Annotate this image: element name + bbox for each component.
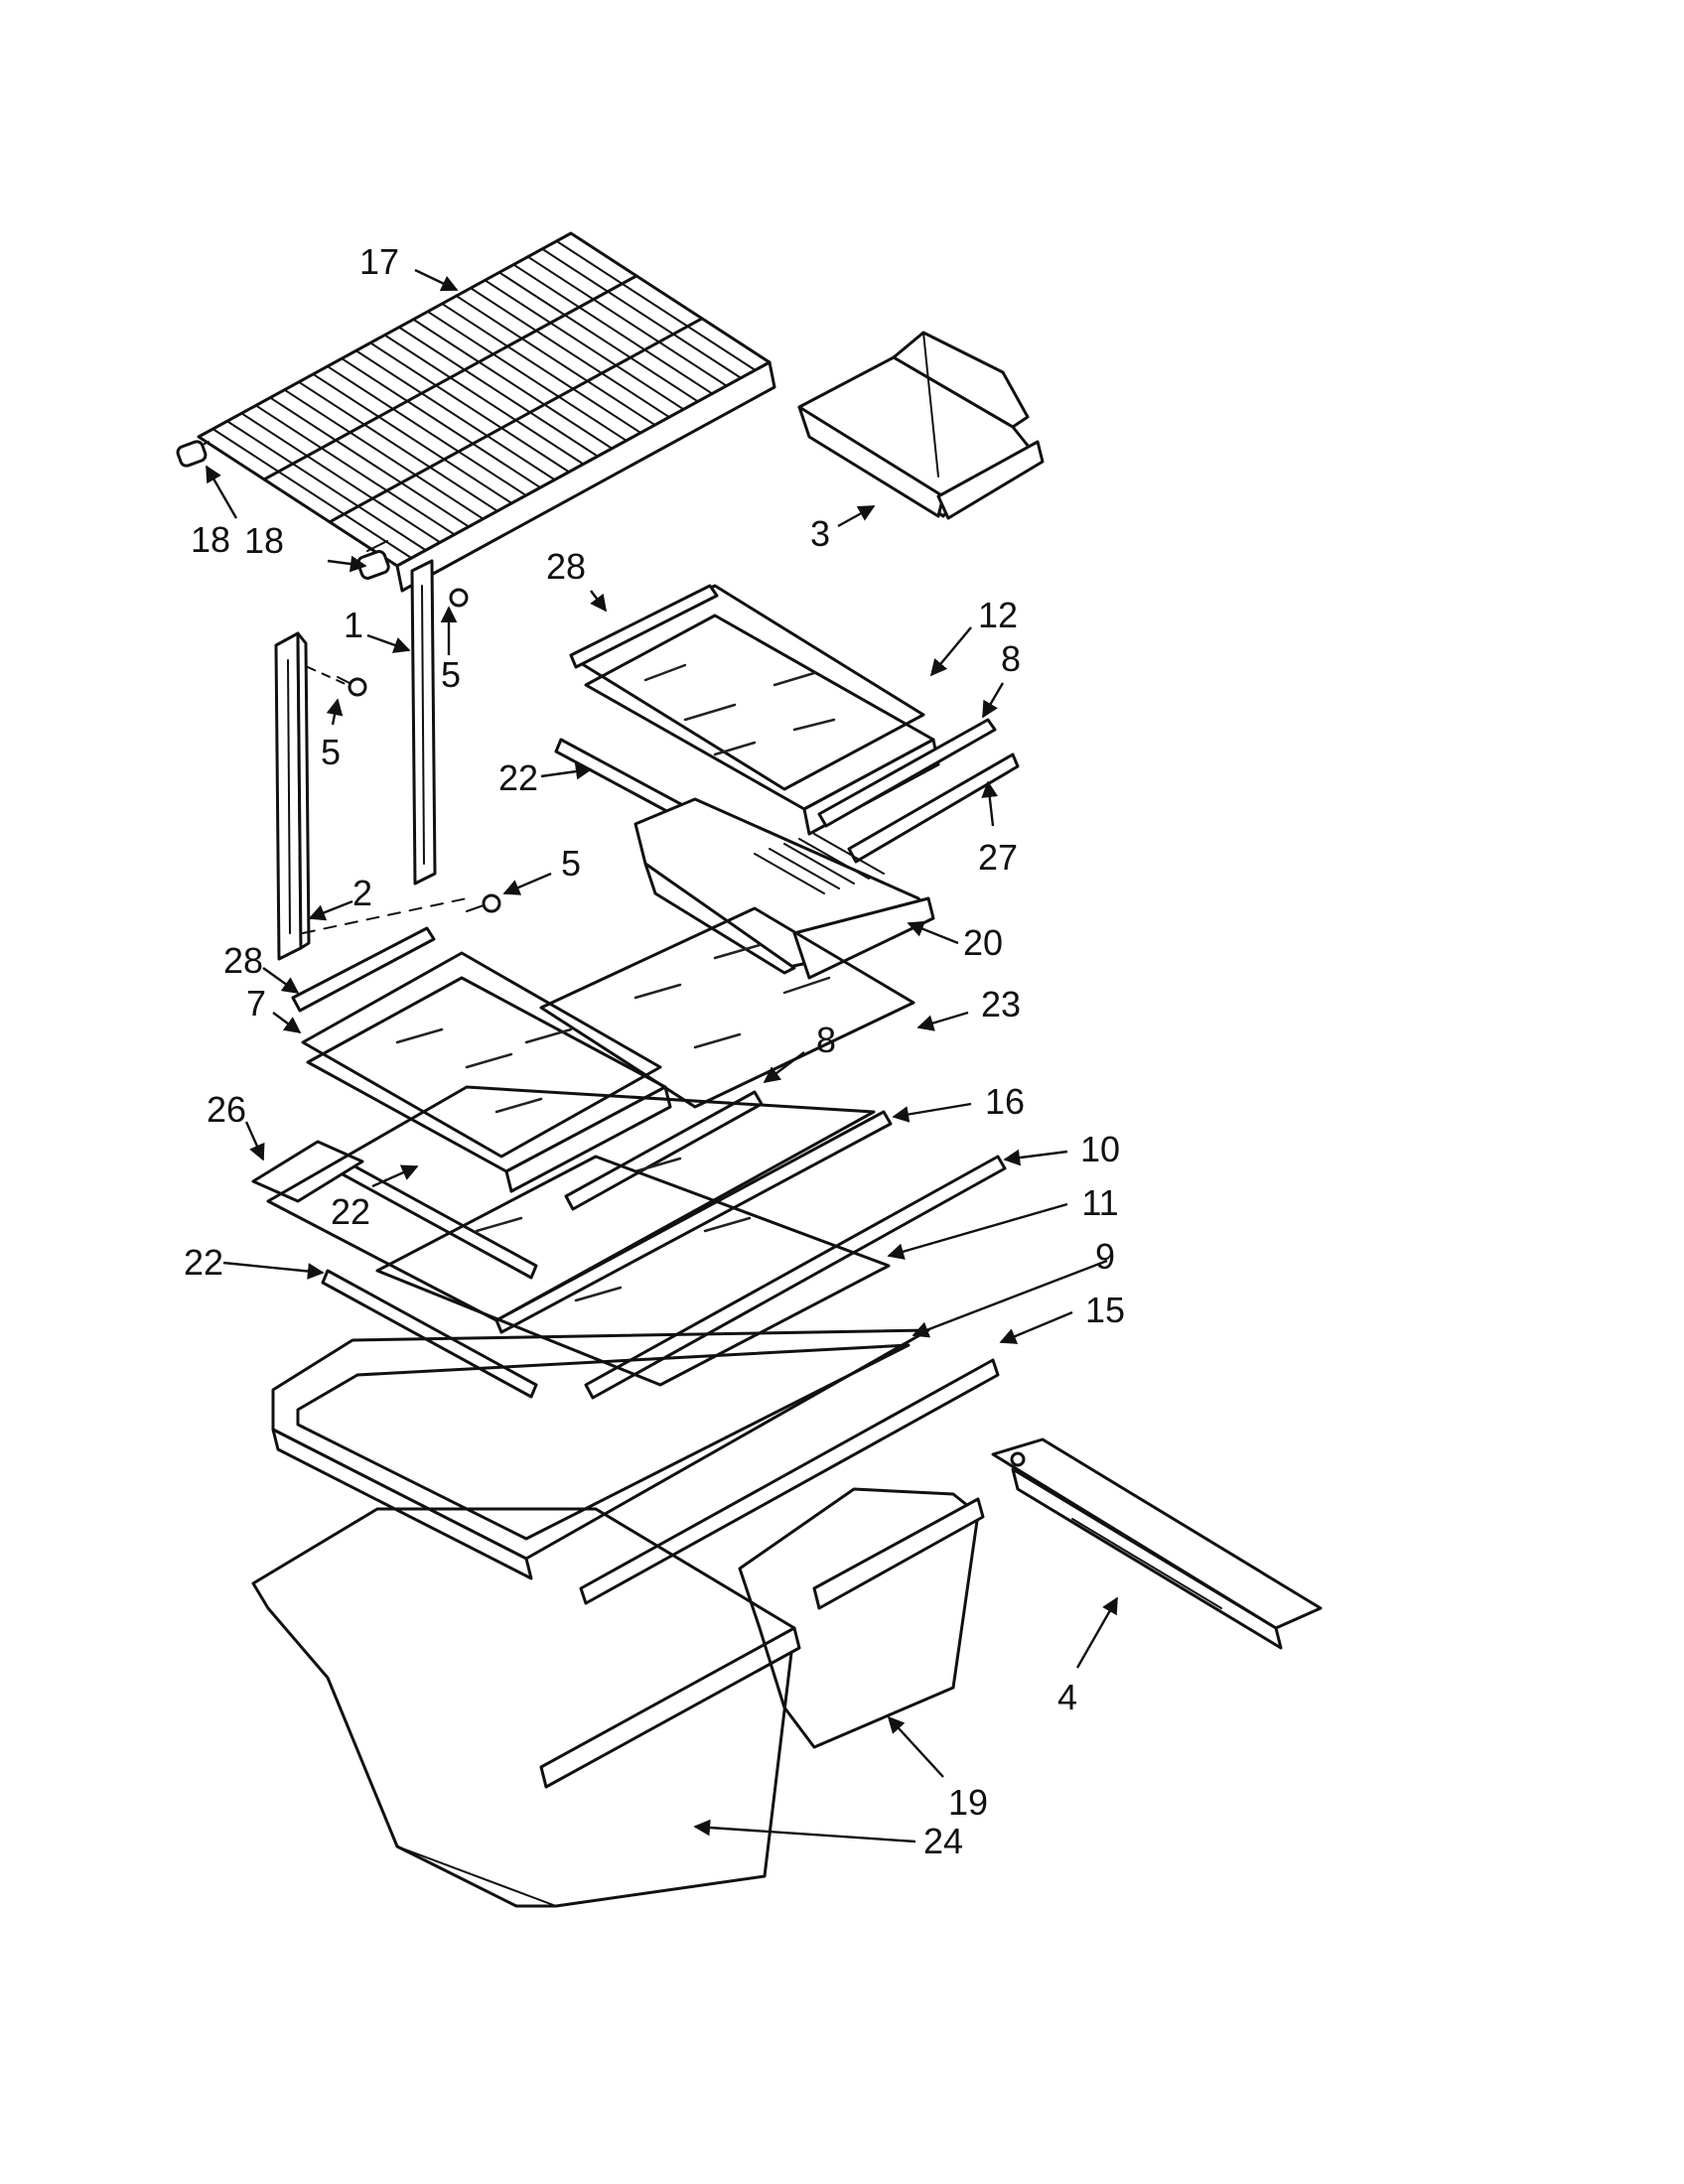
callout-20: 20	[963, 922, 1003, 963]
shelf-trim-part-8a	[817, 718, 997, 828]
callout-leaders	[205, 268, 1119, 1843]
callout-19: 19	[948, 1782, 988, 1823]
callout-8: 8	[1001, 638, 1021, 679]
callout-1: 1	[344, 605, 363, 645]
callout-8: 8	[816, 1020, 836, 1060]
wire-shelf-part-17	[188, 231, 776, 593]
callout-22: 22	[184, 1242, 223, 1283]
callout-27: 27	[978, 837, 1018, 878]
callout-7: 7	[246, 983, 266, 1024]
callout-28: 28	[223, 940, 263, 981]
shelf-trim-part-10	[584, 1155, 1007, 1400]
crisper-drawer-part-24	[251, 1507, 801, 1908]
crisper-cover-frame-part-9	[271, 1328, 930, 1580]
crisper-drawer-part-19	[738, 1487, 985, 1749]
callout-12: 12	[978, 595, 1018, 635]
callout-23: 23	[981, 984, 1021, 1024]
shelf-trim-part-28b	[291, 926, 436, 1013]
callout-15: 15	[1085, 1290, 1125, 1330]
callout-18: 18	[191, 519, 230, 560]
callout-4: 4	[1057, 1677, 1077, 1717]
callout-9: 9	[1095, 1236, 1115, 1277]
callout-labels: 17 18 18 3 28 12 8 1 5 5 22 27 5 2 20 28…	[184, 241, 1125, 1861]
screw-part-5	[302, 588, 501, 934]
drawer-slide-part-4	[991, 1437, 1323, 1650]
vertical-shelf-rail-part-2	[274, 631, 311, 961]
callout-18: 18	[244, 520, 284, 561]
callout-5: 5	[561, 843, 581, 884]
callout-16: 16	[985, 1081, 1025, 1122]
callout-5: 5	[321, 732, 341, 772]
crisper-cover-trim-part-15	[579, 1358, 1000, 1605]
glass-panel-part-11	[375, 1155, 891, 1387]
callout-10: 10	[1080, 1129, 1120, 1169]
vertical-shelf-rail-part-1	[410, 559, 437, 886]
callout-3: 3	[810, 513, 830, 554]
callout-24: 24	[923, 1821, 963, 1861]
callout-22: 22	[498, 757, 538, 798]
callout-26: 26	[207, 1089, 246, 1130]
callout-17: 17	[359, 241, 399, 282]
storage-bin-part-3	[797, 331, 1045, 520]
callout-5: 5	[441, 654, 461, 695]
shelf-trim-part-28a	[569, 584, 719, 669]
upper-glass-shelf-part-12	[574, 584, 940, 836]
shelf-trim-part-16	[494, 1110, 893, 1334]
callout-28: 28	[546, 546, 586, 587]
callout-22: 22	[331, 1191, 370, 1232]
callout-2: 2	[352, 873, 372, 913]
left-glass-shelf-part-7	[301, 951, 672, 1193]
callout-11: 11	[1081, 1182, 1118, 1223]
glass-panel-part-23	[539, 906, 915, 1109]
lower-shelf-part-26	[251, 1085, 876, 1322]
